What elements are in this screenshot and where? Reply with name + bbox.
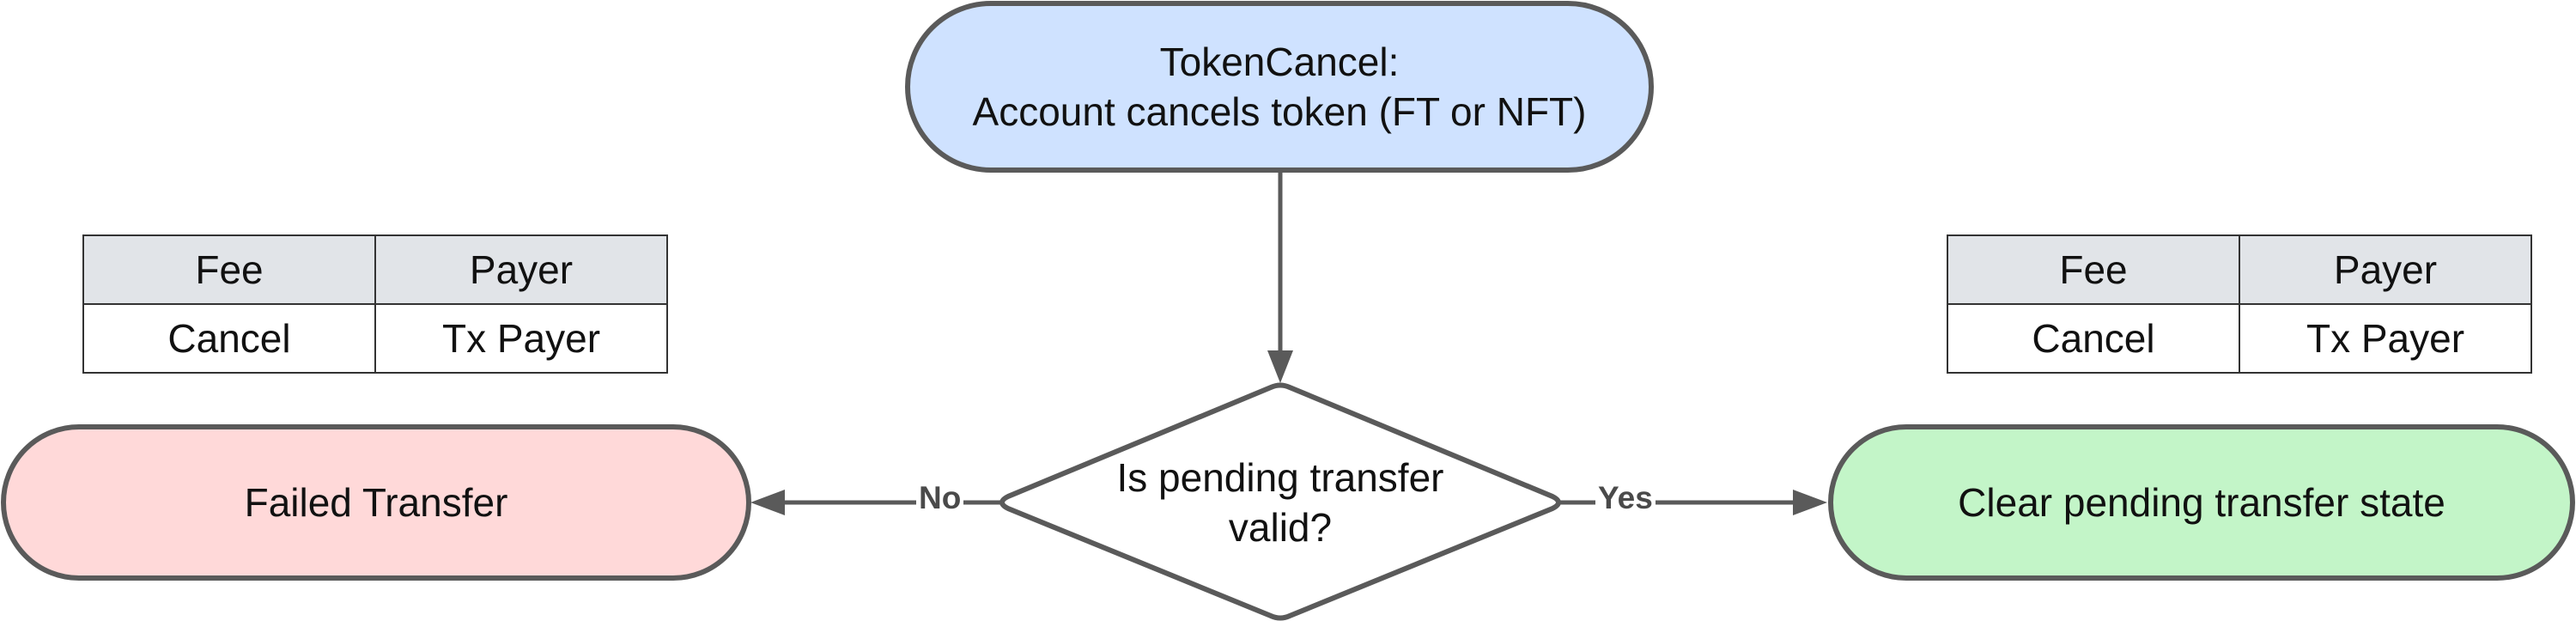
fee-header-cell: Fee xyxy=(1947,234,2240,305)
start-node-title: TokenCancel: xyxy=(1159,40,1400,84)
payer-header-cell: Payer xyxy=(374,234,668,305)
decision-question-line2: valid? xyxy=(1228,505,1333,550)
edge-label-yes: Yes xyxy=(1595,479,1656,517)
fee-table-row: Cancel Tx Payer xyxy=(1947,303,2532,374)
fee-cell: Cancel xyxy=(1947,303,2240,374)
payer-cell: Tx Payer xyxy=(2239,303,2532,374)
start-node-description: Account cancels token (FT or NFT) xyxy=(972,89,1587,134)
payer-cell: Tx Payer xyxy=(374,303,668,374)
fee-cell: Cancel xyxy=(82,303,376,374)
edge-label-no: No xyxy=(916,479,964,517)
fee-table-right: Fee Payer Cancel Tx Payer xyxy=(1947,234,2532,374)
decision-question-line1: Is pending transfer xyxy=(1116,455,1444,500)
failed-node-text: Failed Transfer xyxy=(244,480,508,525)
fee-table-left: Fee Payer Cancel Tx Payer xyxy=(82,234,668,374)
success-node-label: Clear pending transfer state xyxy=(1831,427,2573,578)
arrowhead-left xyxy=(750,490,785,515)
fee-table-header-row: Fee Payer xyxy=(82,234,668,305)
start-node-label: TokenCancel: Account cancels token (FT o… xyxy=(908,3,1651,170)
fee-header-cell: Fee xyxy=(82,234,376,305)
payer-header-cell: Payer xyxy=(2239,234,2532,305)
failed-node-label: Failed Transfer xyxy=(3,427,749,578)
failed-node-shape[interactable] xyxy=(1,424,751,581)
success-node-shape[interactable] xyxy=(1828,424,2575,581)
decision-node-label: Is pending transfer valid? xyxy=(1065,447,1496,558)
decision-node-shape[interactable] xyxy=(999,382,1561,621)
success-node-text: Clear pending transfer state xyxy=(1958,480,2445,525)
fee-table-row: Cancel Tx Payer xyxy=(82,303,668,374)
arrowhead-right xyxy=(1793,490,1827,515)
arrowhead-down xyxy=(1267,350,1293,383)
fee-table-header-row: Fee Payer xyxy=(1947,234,2532,305)
